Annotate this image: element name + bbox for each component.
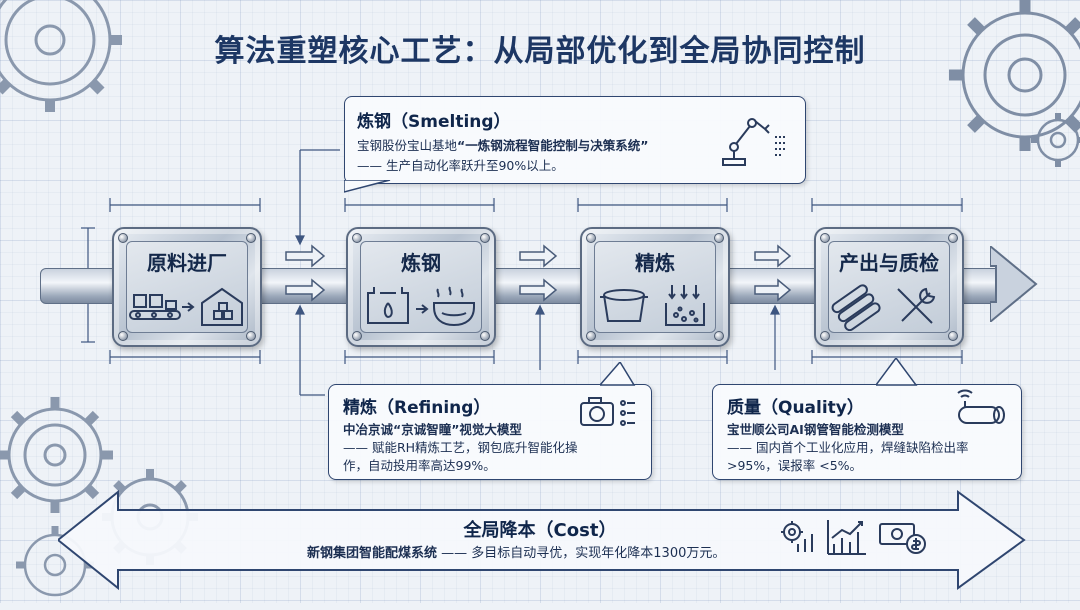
stage-label: 炼钢 [401,251,441,275]
callout-smelting: 炼钢（Smelting） 宝钢股份宝山基地“一炼钢流程智能控制与决策系统” ——… [344,96,806,184]
cost-description: 新钢集团智能配煤系统 —— 多目标自动寻优，实现年化降本1300万元。 [307,546,726,561]
page-title: 算法重塑核心工艺：从局部优化到全局协同控制 [214,34,866,69]
steel-tools-icon [831,284,936,331]
gear-chart-icon [781,521,813,552]
callout-line: 中冶京诚“京诚智瞳”视觉大模型 [343,422,522,437]
callout-line: 宝钢股份宝山基地“一炼钢流程智能控制与决策系统” [357,138,649,153]
gear-icon [949,0,1080,151]
stage-output-quality: 产出与质检 [814,227,964,347]
gear-icon [1031,113,1080,167]
stage-label: 原料进厂 [147,251,227,275]
pipe-scan-icon [957,389,1005,424]
pipe-arrow-icon [990,246,1038,322]
stage-smelting: 炼钢 [346,227,496,347]
refining-bucket-icon [600,285,705,326]
cost-title: 全局降本（Cost） [463,520,617,541]
growth-chart-icon [827,520,866,555]
callout-line: —— 生产自动化率跃升至90%以上。 [357,158,564,173]
callout-title: 炼钢（Smelting） [357,112,511,132]
camera-icon [580,397,635,426]
callout-refining: 精炼（Refining） 中冶京诚“京诚智瞳”视觉大模型 —— 赋能RH精炼工艺… [328,384,652,480]
furnace-ladle-icon [367,286,475,327]
conveyor-warehouse-icon [129,287,243,326]
callout-line: 宝世顺公司AI钢管智能检测模型 [727,422,904,437]
stage-label: 精炼 [635,251,675,275]
callout-pointer [344,180,391,193]
cost-band-arrow [58,489,1026,591]
callout-line: >95%，误报率 <5%。 [727,458,863,473]
robot-arm-icon [722,118,787,166]
callout-line: —— 赋能RH精炼工艺，钢包底升智能化操 [343,440,578,455]
gear-icon [0,397,113,513]
callout-pointer [876,358,918,386]
stage-raw-materials: 原料进厂 [112,227,262,347]
stage-label: 产出与质检 [839,251,939,275]
money-icon [879,523,926,554]
callout-title: 精炼（Refining） [343,398,491,418]
callout-title: 质量（Quality） [727,398,864,418]
callout-quality: 质量（Quality） 宝世顺公司AI钢管智能检测模型 —— 国内首个工业化应用… [712,384,1022,480]
gear-icon [0,0,122,112]
callout-line: 作，自动投用率高达99%。 [343,458,496,473]
callout-line: —— 国内首个工业化应用，焊缝缺陷检出率 [727,440,969,455]
stage-refining: 精炼 [580,227,730,347]
callout-pointer [600,362,636,386]
